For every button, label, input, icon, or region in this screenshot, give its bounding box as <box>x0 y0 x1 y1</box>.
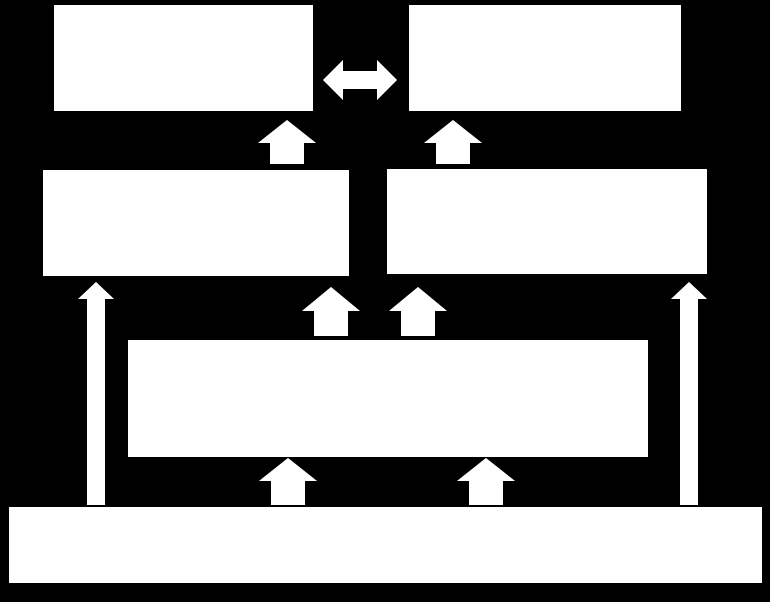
bottom-box <box>9 507 762 583</box>
up-arrow-right-to-top <box>424 120 482 164</box>
top-left-box <box>54 5 313 111</box>
tall-arrow-left <box>78 282 114 505</box>
up-arrow-bottom-to-center-left <box>259 458 317 505</box>
middle-left-box <box>43 170 349 276</box>
tall-arrow-right <box>671 282 707 505</box>
top-right-box <box>409 5 681 111</box>
center-box <box>128 340 648 457</box>
up-arrow-bottom-to-center-right <box>457 458 515 505</box>
up-arrow-left-to-top <box>258 120 316 164</box>
up-arrow-center-to-middle-right <box>389 287 447 336</box>
up-arrow-center-to-middle-left <box>302 287 360 336</box>
bidirectional-arrow <box>323 60 397 100</box>
middle-right-box <box>387 169 707 274</box>
